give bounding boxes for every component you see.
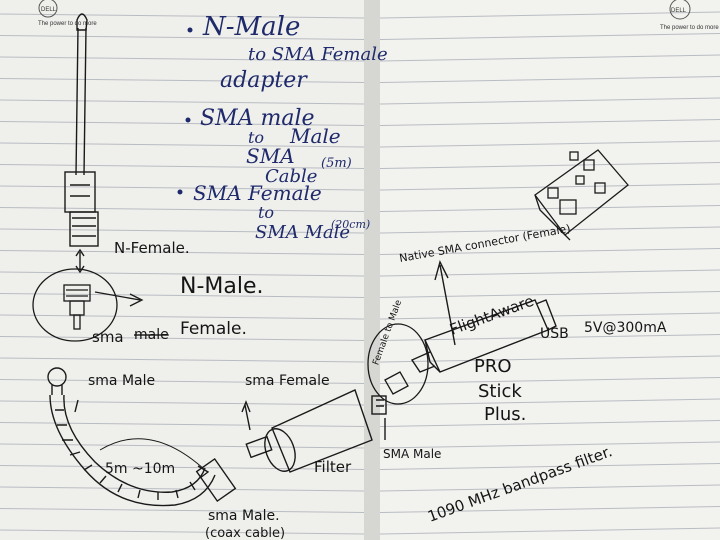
ruled-line	[379, 441, 720, 449]
label-usb: USB	[540, 326, 569, 342]
ruled-line	[379, 76, 720, 83]
ruled-line	[379, 140, 720, 148]
note-1-line-2: to SMA Female	[248, 44, 388, 65]
ruled-line	[0, 185, 365, 191]
ruled-line	[0, 142, 365, 148]
ruled-line	[0, 13, 365, 19]
note-2-line-2: to	[248, 128, 264, 147]
note-3-line-4: (20cm)	[331, 218, 370, 231]
label-stick: Stick	[478, 381, 522, 402]
note-bullets	[177, 27, 193, 195]
label-length: 5m ~10m	[105, 461, 175, 477]
note-1-line-1: N-Male	[202, 12, 300, 42]
ruled-line	[0, 293, 365, 298]
ruled-line	[379, 506, 720, 513]
ruled-line	[379, 54, 720, 62]
ruled-line	[379, 226, 720, 234]
ruled-line	[379, 312, 720, 320]
notebook-spine	[364, 0, 380, 540]
ruled-line	[379, 162, 720, 169]
label-pro: PRO	[474, 356, 512, 377]
ruled-line	[0, 400, 365, 406]
ruled-line	[379, 97, 720, 105]
ruled-line	[379, 377, 720, 384]
ruled-line	[379, 33, 720, 40]
note-3-line-1: SMA Female	[193, 181, 322, 205]
label-sma-male: sma Male	[88, 373, 155, 389]
right-page	[372, 0, 720, 540]
ruled-line	[0, 207, 365, 212]
ruled-line	[0, 164, 365, 169]
label-sma-male-coax: sma Male.	[208, 508, 280, 524]
coax-cable-sketch	[47, 367, 237, 507]
ruled-line	[379, 355, 720, 363]
ruled-line	[379, 119, 720, 126]
label-plus: Plus.	[484, 404, 526, 425]
antenna-sketch	[64, 13, 99, 274]
ruled-line	[379, 248, 720, 255]
ruled-line	[379, 484, 720, 492]
n-male-connector-sketch	[32, 268, 144, 342]
circuit-board-sketch	[534, 149, 629, 241]
label-power: 5V@300mA	[584, 320, 667, 336]
ruled-line	[0, 228, 365, 234]
left-tagline: The power to do more	[38, 21, 97, 27]
ruled-line	[379, 463, 720, 470]
right-logo-text: DELL	[671, 8, 687, 14]
ruled-line	[379, 183, 720, 191]
note-2-line-3: Male	[289, 124, 341, 148]
ruled-line	[0, 271, 365, 277]
ruled-line	[0, 35, 365, 40]
shopping-notes: N-Male to SMA Female adapter SMA male to…	[193, 12, 388, 243]
ruled-line	[0, 422, 365, 427]
note-2-line-6: (5m)	[321, 156, 352, 171]
ruled-line	[0, 56, 365, 62]
note-2-line-5: Cable	[265, 166, 317, 187]
note-2-line-4: SMA	[246, 144, 295, 168]
right-tagline: The power to do more	[660, 25, 719, 31]
label-sma: sma	[92, 328, 124, 346]
label-sma-female-2: sma Female	[245, 373, 330, 389]
filter-sketch	[241, 389, 387, 473]
ruled-line	[0, 121, 365, 126]
ruled-line	[379, 420, 720, 427]
note-3-line-3: SMA Male	[255, 222, 350, 243]
left-logo-text: DELL	[41, 7, 57, 13]
ruled-line	[0, 357, 365, 363]
adapter-circle-sketch	[367, 323, 429, 405]
ruled-line	[0, 250, 365, 255]
ruled-line	[0, 336, 365, 341]
ruled-line	[379, 11, 720, 19]
label-struck-male: male	[134, 327, 169, 343]
label-filter: Filter	[314, 458, 352, 476]
ruled-line	[0, 465, 365, 470]
ruled-line	[379, 334, 720, 341]
ruled-line	[0, 78, 365, 83]
note-2-line-1: SMA male	[200, 106, 315, 131]
label-female: Female.	[180, 319, 247, 339]
ruled-line	[379, 291, 720, 298]
ruled-line	[379, 527, 720, 535]
label-n-male: N-Male.	[180, 274, 264, 299]
label-sma-male-2: SMA Male	[383, 447, 441, 461]
label-n-female: N-Female.	[114, 239, 190, 257]
ruled-line	[379, 398, 720, 406]
left-logo: DELL The power to do more	[38, 0, 97, 27]
flightaware-dongle-sketch	[410, 260, 557, 373]
ruled-line	[0, 508, 365, 513]
ruled-line	[0, 99, 365, 105]
ruled-line	[0, 443, 365, 449]
ruled-line	[0, 314, 365, 320]
ruled-line	[0, 379, 365, 384]
note-3-line-2: to	[258, 203, 274, 222]
note-1-line-3: adapter	[220, 68, 308, 93]
label-coax-cable: (coax cable)	[205, 526, 285, 540]
ruled-line	[0, 529, 365, 535]
ruled-line	[379, 205, 720, 212]
right-logo: DELL The power to do more	[660, 0, 719, 31]
